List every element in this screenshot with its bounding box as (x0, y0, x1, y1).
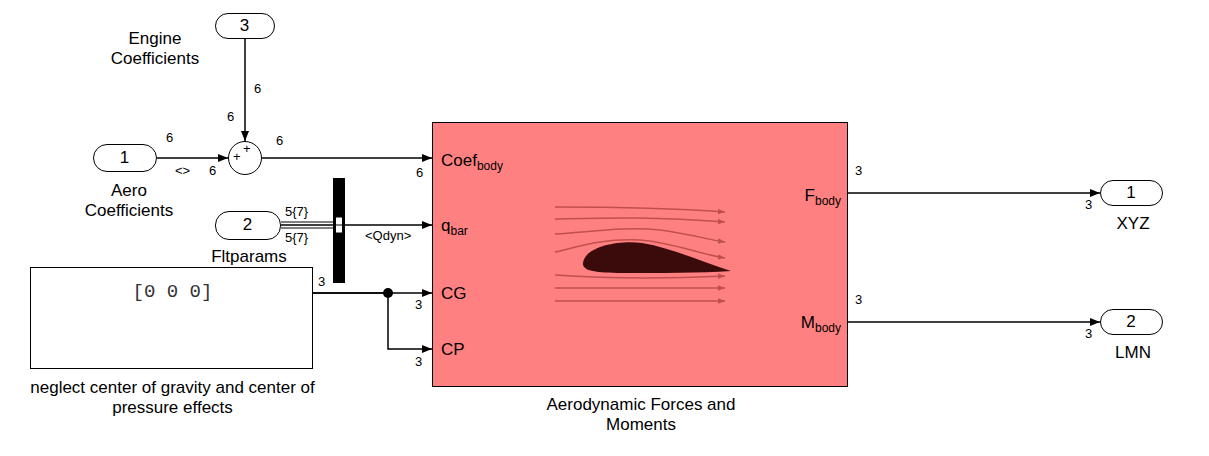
port-number: 3 (216, 14, 273, 40)
block-caption: neglect center of gravity and center of … (21, 378, 324, 417)
streamline (555, 287, 725, 289)
signal-dimension: 6 (276, 134, 283, 149)
signal-line (848, 321, 1100, 323)
port-subscript: bar (450, 225, 467, 239)
constant-block: [0 0 0]neglect center of gravity and cen… (30, 267, 313, 369)
port-label: Coef (441, 151, 477, 171)
port-block: 3Engine Coefficients (215, 13, 275, 39)
block-caption: Aero Coefficients (79, 181, 179, 220)
port-subscript: body (477, 160, 503, 174)
streamline (555, 300, 725, 302)
port-subscript: body (815, 195, 841, 209)
streamline (555, 218, 725, 222)
port-number: 1 (1101, 181, 1161, 207)
bus-selector (333, 178, 345, 283)
signal-dimension: 3 (318, 275, 325, 290)
airfoil (583, 242, 731, 273)
signal-dimension: 3 (415, 298, 422, 313)
sum-block: ++ (228, 141, 262, 175)
block-caption: LMN (1083, 343, 1183, 363)
port-label: M (801, 313, 815, 333)
bus-selector-slot (336, 217, 343, 233)
constant-value: [0 0 0] (31, 282, 314, 304)
streamline (555, 275, 725, 278)
aero-forces-block: CoefbodyqbarCGCPFbodyMbodyAerodynamic Fo… (432, 122, 848, 387)
bus-wire (281, 228, 333, 229)
signal-dimension: 3 (1085, 198, 1092, 213)
bus-wire (281, 222, 333, 223)
signal-dimension: 3 (415, 355, 422, 370)
signal-line (313, 293, 432, 349)
port-label: CG (441, 284, 467, 304)
signal-dimension: 6 (416, 166, 423, 181)
signal-dimension: 6 (209, 164, 216, 179)
signal-dimension: 5{7} (285, 231, 308, 246)
port-label: F (805, 186, 815, 206)
signal-line (244, 39, 246, 141)
block-caption: XYZ (1083, 214, 1183, 234)
signal-line (848, 192, 1100, 194)
branch-point (383, 288, 393, 298)
signal-dimension: 6 (254, 82, 261, 97)
signal-dimension: 3 (855, 293, 862, 308)
bus-selector-mark (336, 225, 342, 226)
port-block: 2Fltparams (215, 211, 281, 240)
signal-dimension: 6 (227, 110, 234, 125)
port-block: 1XYZ (1100, 180, 1163, 206)
port-label: q (441, 216, 450, 236)
port-label: CP (441, 340, 465, 360)
port-number: 1 (94, 145, 155, 173)
block-caption: Engine Coefficients (101, 29, 209, 68)
signal-dimension: 3 (855, 164, 862, 179)
port-number: 2 (1101, 310, 1161, 336)
streamline (555, 207, 725, 212)
signal-line (262, 157, 432, 159)
signal-dimension: 5{7} (285, 205, 308, 220)
port-number: 2 (216, 212, 279, 241)
sum-sign: + (243, 142, 251, 157)
port-block: 2LMN (1100, 309, 1163, 335)
signal-name: <> (174, 164, 191, 179)
signal-dimension: 3 (1085, 327, 1092, 342)
port-subscript: body (815, 322, 841, 336)
signal-line (281, 224, 432, 226)
block-caption: Aerodynamic Forces and Moments (546, 395, 736, 434)
sum-sign: + (233, 150, 241, 165)
signal-dimension: 6 (166, 131, 173, 146)
block-caption: Fltparams (199, 247, 299, 267)
signal-line (157, 157, 228, 159)
port-block: 1Aero Coefficients (93, 144, 157, 172)
signal-name: <Qdyn> (364, 229, 412, 244)
